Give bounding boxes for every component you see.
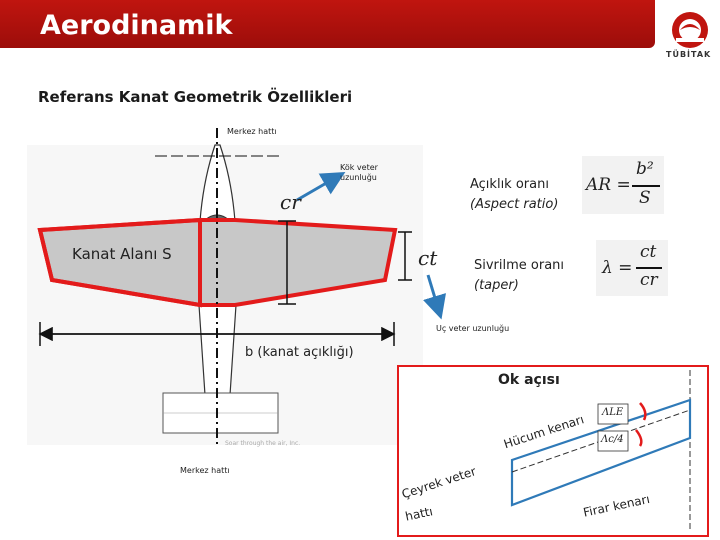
- aspect-ratio-formula: AR = b² S: [582, 156, 664, 214]
- ct-symbol: ct: [418, 246, 438, 270]
- subtitle: Referans Kanat Geometrik Özellikleri: [38, 88, 353, 106]
- page-title: Aerodinamik: [40, 10, 233, 41]
- lambda-c4-label: Λc/4: [601, 434, 624, 445]
- root-chord-label-2: uzunluğu: [340, 173, 377, 182]
- taper-ratio-label: Sivrilme oranı: [474, 258, 565, 273]
- logo-text: TÜBİTAK: [666, 50, 712, 59]
- aspect-ratio-label: Açıklık oranı: [470, 177, 549, 192]
- tubitak-logo-icon: [672, 12, 708, 48]
- wing-area-label: Kanat Alanı S: [72, 245, 172, 263]
- lambda-le-label: ΛLE: [602, 407, 624, 418]
- tip-chord-arrow: [423, 274, 447, 320]
- taper-ratio-formula: λ = ct cr: [596, 240, 668, 296]
- span-label: b (kanat açıklığı): [245, 345, 354, 360]
- wing-outline-inner: [37, 217, 202, 308]
- tip-chord-label: Uç veter uzunluğu: [436, 324, 510, 333]
- root-chord-arrow: [296, 171, 346, 202]
- center-line-bottom-label: Merkez hattı: [180, 466, 230, 475]
- image-watermark: Soar through the air, Inc.: [225, 440, 301, 447]
- root-chord-label-1: Kök veter: [340, 163, 378, 172]
- sweep-title: Ok açısı: [498, 372, 560, 388]
- aspect-ratio-label-en: (Aspect ratio): [470, 197, 559, 212]
- center-line-top-label: Merkez hattı: [227, 127, 277, 136]
- taper-ratio-label-en: (taper): [474, 278, 519, 293]
- title-bar: Aerodinamik: [0, 0, 655, 48]
- swept-wing: [510, 398, 692, 507]
- cr-symbol: cr: [280, 190, 301, 214]
